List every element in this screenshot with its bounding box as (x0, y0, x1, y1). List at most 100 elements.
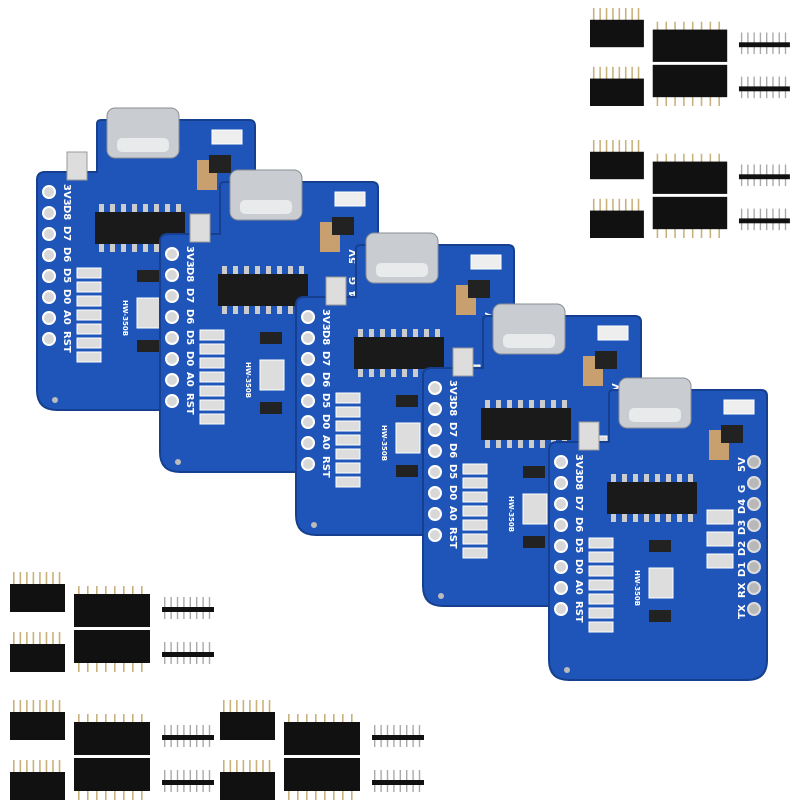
reset-button[interactable] (189, 213, 211, 243)
chip-leg (143, 204, 148, 212)
header-pin (52, 572, 54, 585)
header-pin (26, 572, 28, 585)
chip-leg (402, 369, 407, 377)
header-pin (592, 66, 595, 80)
chip-leg (435, 329, 440, 337)
header-pin (709, 228, 712, 238)
female-header (10, 760, 65, 800)
pin-label: D8 (320, 330, 331, 345)
header-pin (52, 700, 54, 713)
header-body (220, 712, 275, 740)
header-strip (372, 780, 424, 785)
smd-resistor (335, 406, 361, 418)
transistor (396, 465, 418, 477)
pin-hole-left (165, 247, 179, 261)
reset-button[interactable] (325, 276, 347, 306)
header-pin (599, 140, 601, 153)
usb-c-port (240, 200, 292, 214)
pin-hole-left (554, 455, 568, 469)
smd-resistor (462, 533, 488, 545)
header-pin (709, 21, 712, 32)
pin-hole-left (42, 290, 56, 304)
chip-leg (622, 514, 627, 522)
header-pin (87, 662, 89, 672)
header-pin (19, 632, 22, 645)
chip-leg (299, 266, 304, 274)
header-kit (10, 572, 214, 672)
stacking-header-pair (284, 714, 360, 800)
pin-hole-left (301, 415, 315, 429)
header-pin (618, 198, 621, 212)
header-kits (10, 8, 790, 800)
header-pin (13, 700, 15, 713)
chip-leg (391, 329, 396, 337)
header-pin (700, 228, 703, 238)
header-pin (132, 586, 134, 596)
pin-label: RST (184, 393, 195, 415)
chip-leg (121, 244, 126, 252)
reset-button[interactable] (452, 347, 474, 377)
smd-resistor (648, 567, 674, 599)
pin-hole-left (554, 476, 568, 490)
header-pin (114, 586, 116, 596)
female-header (220, 700, 275, 740)
male-header (372, 770, 424, 792)
header-pin (674, 153, 676, 164)
pin-label: 3V3 (573, 454, 584, 476)
pin-hole-left (428, 507, 442, 521)
reset-button[interactable] (66, 151, 88, 181)
header-pin (288, 790, 290, 800)
reset-button[interactable] (578, 421, 600, 451)
header-pin (105, 790, 107, 800)
header-pin (656, 21, 659, 32)
pin-label: D8 (184, 267, 195, 282)
chip-leg (288, 266, 293, 274)
header-body (10, 584, 65, 612)
usb-c-port (117, 138, 169, 152)
chip-leg (611, 474, 616, 482)
header-pin (618, 140, 621, 153)
chip-leg (222, 306, 227, 314)
pin-label: A0 (447, 506, 458, 521)
header-pin (87, 714, 89, 724)
smd-resistor (462, 477, 488, 489)
header-pin (665, 21, 668, 32)
header-pin (315, 790, 317, 800)
smd-resistor (597, 325, 629, 341)
smd-resistor (588, 593, 614, 605)
smd-resistor (462, 463, 488, 475)
pin-hole-right (747, 581, 761, 595)
header-strip (162, 607, 214, 612)
chip-leg (518, 440, 523, 448)
header-pin (342, 714, 344, 724)
smd-resistor (470, 254, 502, 270)
chip-leg (413, 369, 418, 377)
chip-leg (358, 369, 363, 377)
chip-leg (529, 400, 534, 408)
header-pin (691, 228, 694, 238)
pin-label: D5 (573, 538, 584, 553)
chip-leg (132, 244, 137, 252)
header-body (74, 594, 150, 627)
model-label: HW-350B (121, 300, 129, 336)
pin-label: D5 (184, 330, 195, 345)
header-pin (39, 572, 41, 585)
pin-label: D6 (573, 517, 584, 532)
chip-leg (154, 244, 159, 252)
stacking-header-pair (652, 21, 728, 106)
header-pin (605, 140, 608, 153)
chip-leg (391, 369, 396, 377)
header-pin (618, 66, 621, 80)
header-pin (599, 66, 601, 80)
header-pin (709, 153, 712, 164)
stacking-header-pair (74, 586, 150, 672)
header-pin (78, 790, 80, 800)
smd-resistor (588, 621, 614, 633)
pin-label: D6 (61, 247, 72, 262)
pin-label: D0 (320, 414, 331, 429)
pin-label: D4 (737, 499, 748, 514)
header-pin (297, 714, 299, 724)
chip-leg (358, 329, 363, 337)
header-pin (306, 790, 308, 800)
ch340-chip (607, 474, 697, 522)
